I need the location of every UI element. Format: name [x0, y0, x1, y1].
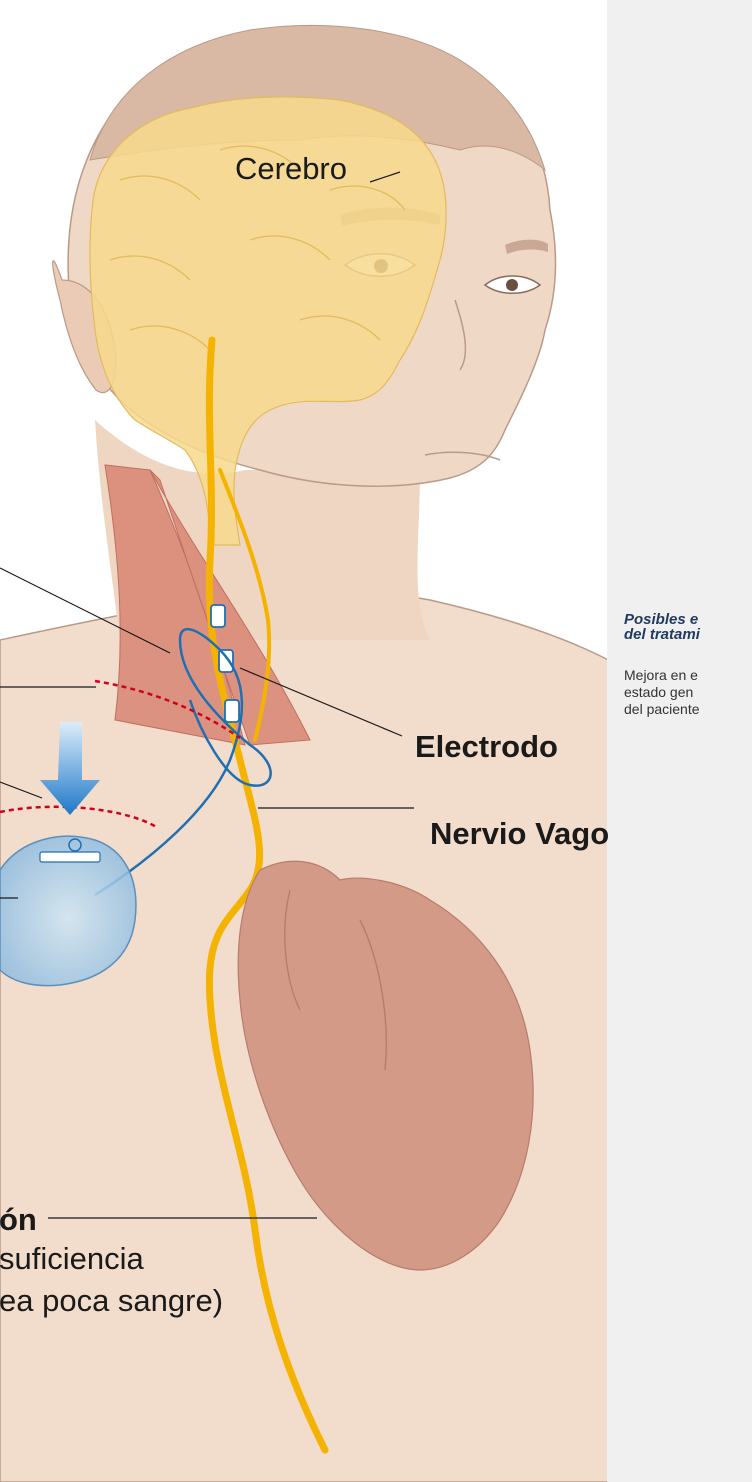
electrode-coil: [211, 605, 225, 627]
heart-label-line2: ea poca sangre): [0, 1283, 223, 1319]
electrode-coil: [225, 700, 239, 722]
generator-header: [40, 852, 100, 862]
effects-heading: Posibles e del tratami: [624, 612, 752, 642]
heart-label-title: ón: [0, 1202, 37, 1238]
vagus-nerve-label: Nervio Vago: [430, 816, 609, 852]
electrode-label: Electrodo: [415, 729, 558, 765]
brain-label: Cerebro: [235, 151, 347, 187]
electrode-coil: [219, 650, 233, 672]
heart-label-line1: suficiencia: [0, 1241, 144, 1277]
pupil-right: [506, 279, 518, 291]
effects-body: Mejora en e estado gen del paciente: [624, 667, 752, 718]
effects-panel: Posibles e del tratami Mejora en e estad…: [607, 0, 752, 1482]
